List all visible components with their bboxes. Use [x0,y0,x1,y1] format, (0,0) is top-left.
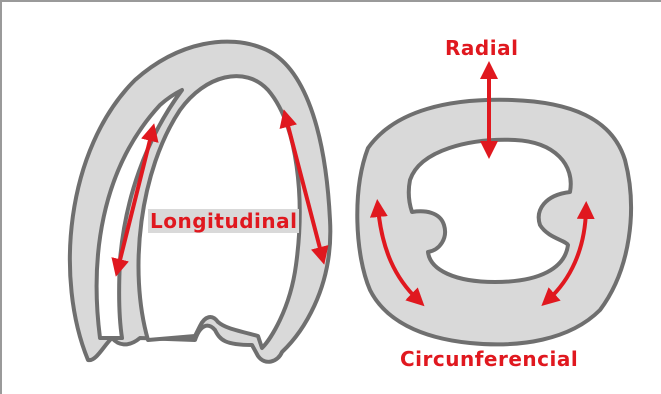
short-axis-heart [357,70,631,344]
circumferential-label: Circunferencial [400,347,578,371]
longitudinal-label: Longitudinal [148,209,299,233]
radial-label: Radial [445,36,518,60]
long-axis-heart [70,42,330,362]
